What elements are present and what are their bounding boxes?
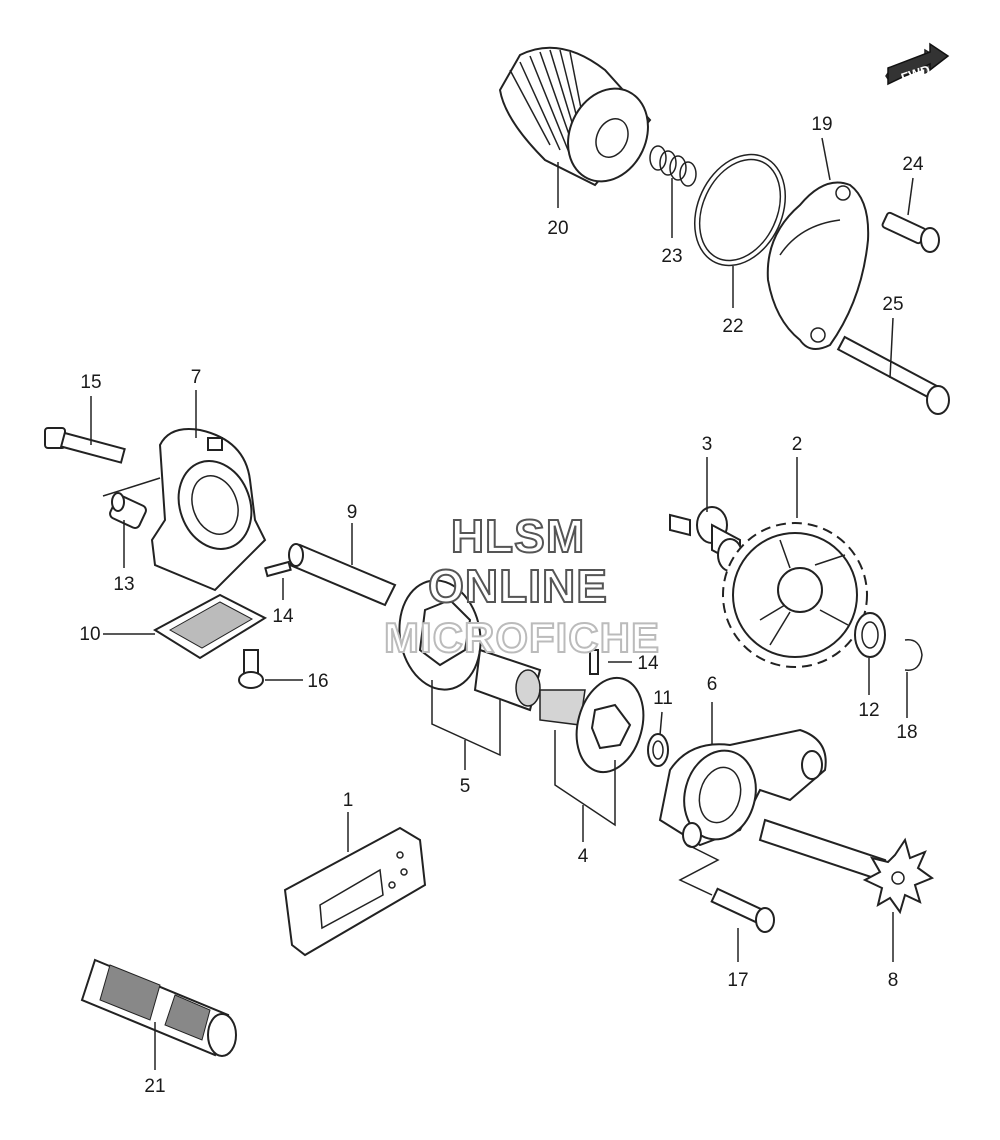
- spring-part: [649, 145, 697, 187]
- o-ring-part: [693, 153, 787, 267]
- part-label-22: 22: [722, 316, 743, 337]
- bolt-25-part: [836, 335, 950, 415]
- pin-14b-part: [589, 649, 599, 675]
- part-label-11: 11: [653, 688, 673, 709]
- part-label-14a: 14: [272, 606, 294, 627]
- part-label-9: 9: [347, 502, 358, 523]
- part-label-16: 16: [307, 671, 328, 692]
- part-label-21: 21: [144, 1076, 165, 1097]
- watermark-line-1: HLSM: [451, 510, 585, 562]
- part-label-25: 25: [882, 294, 903, 315]
- part-label-23: 23: [661, 246, 682, 267]
- part-label-19: 19: [811, 114, 832, 135]
- bolt-15-part: [44, 427, 126, 464]
- leader-lines: [90, 137, 914, 1070]
- part-label-8: 8: [888, 970, 899, 991]
- part-labels: 20 23 22 19 24 25 15 7 13 10 16 14 9 14 …: [79, 114, 924, 1097]
- part-label-15: 15: [80, 372, 101, 393]
- watermark: HLSM ONLINE MICROFICHE: [383, 509, 660, 662]
- bolt-17-part: [710, 887, 775, 933]
- part-label-4: 4: [578, 846, 589, 867]
- washer-11-part: [647, 733, 669, 767]
- bolt-16-part: [238, 649, 264, 689]
- strainer-housing-part: [150, 428, 267, 592]
- strainer-screen-part: [153, 593, 268, 660]
- watermark-line-3: MICROFICHE: [384, 614, 660, 661]
- part-label-5: 5: [460, 776, 471, 797]
- rotor-set-4-part: [539, 676, 645, 774]
- washer-12-part: [854, 612, 886, 658]
- fwd-arrow-icon: FWD: [885, 42, 950, 85]
- shaft-gear-8-part: [758, 818, 935, 915]
- part-label-1: 1: [343, 790, 354, 811]
- shaft-9-part: [288, 543, 397, 607]
- part-label-20: 20: [547, 218, 568, 239]
- part-label-18: 18: [896, 722, 917, 743]
- part-label-3: 3: [702, 434, 713, 455]
- part-label-2: 2: [792, 434, 803, 455]
- part-label-13: 13: [113, 574, 134, 595]
- filter-cap-part: [766, 181, 870, 350]
- part-label-6: 6: [707, 674, 718, 695]
- part-label-7: 7: [191, 367, 202, 388]
- part-label-10: 10: [79, 624, 100, 645]
- circlip-18-part: [904, 639, 923, 671]
- tube-21-part: [80, 958, 237, 1057]
- pump-body-part: [658, 728, 827, 848]
- part-label-12: 12: [858, 700, 879, 721]
- watermark-line-2: ONLINE: [428, 560, 608, 612]
- bolt-24-part: [881, 211, 940, 253]
- rotor-set-5-part: [398, 579, 542, 712]
- pin-14a-part: [264, 560, 292, 578]
- oil-filter-part: [498, 46, 652, 187]
- part-label-17: 17: [727, 970, 748, 991]
- gasket-1-part: [283, 826, 427, 957]
- part-label-14b: 14: [637, 653, 659, 674]
- gear-2-part: [722, 522, 868, 668]
- part-label-24: 24: [902, 154, 924, 175]
- sleeve-13-part: [109, 492, 147, 529]
